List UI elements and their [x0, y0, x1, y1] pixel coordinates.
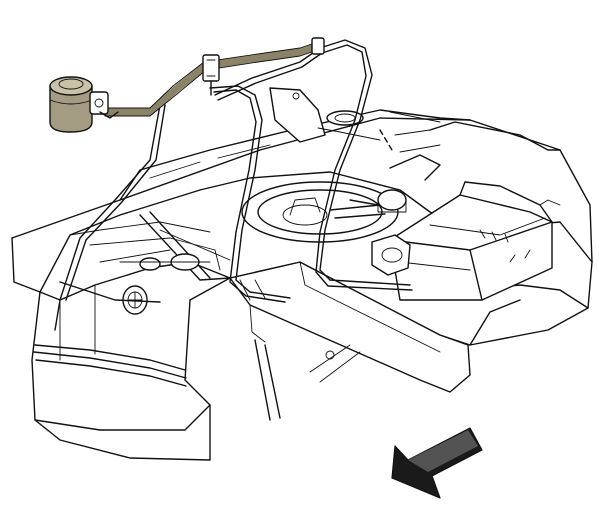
canister-vent-valve [349, 189, 411, 276]
evap-lines [54, 39, 413, 331]
evap-canister [389, 181, 561, 301]
fuel-pump-module [241, 181, 399, 243]
tank-straps [139, 211, 231, 281]
vent-solenoid-canister [49, 76, 119, 133]
upper-bracket [269, 87, 441, 181]
evap-purge-hose [101, 37, 325, 117]
front-direction-arrow-icon [391, 427, 483, 499]
filler-neck [119, 253, 211, 315]
